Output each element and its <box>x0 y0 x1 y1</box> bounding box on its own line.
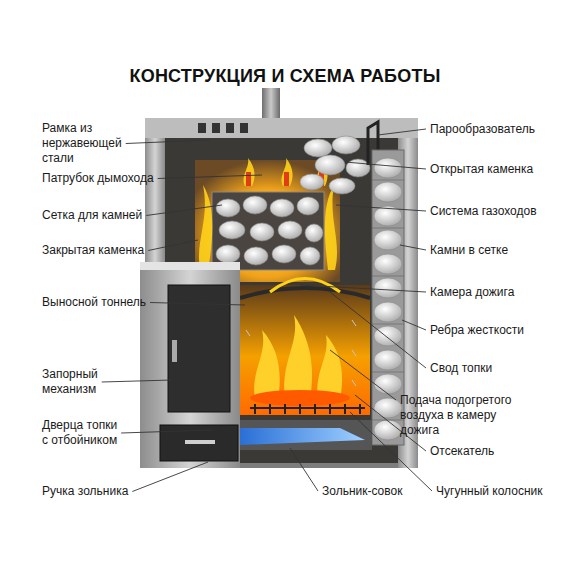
leader-line <box>330 350 396 400</box>
leader-line <box>330 292 426 368</box>
leader-line <box>300 285 426 292</box>
leader-line <box>158 175 262 179</box>
part-label: Камни в сетке <box>430 243 560 258</box>
part-label: Запорный механизм <box>42 367 122 397</box>
part-label: Ручка зольника <box>42 484 162 499</box>
leader-line <box>402 320 426 330</box>
leader-line <box>102 380 172 382</box>
part-label: Сетка для камней <box>42 208 162 223</box>
part-label: Открытая каменка <box>430 162 560 177</box>
part-label: Выносной тоннель <box>42 295 162 310</box>
leader-line <box>150 303 245 306</box>
part-label: Закрытая каменка <box>42 243 162 258</box>
leader-line <box>148 240 198 251</box>
part-label: Система газоходов <box>430 204 560 219</box>
leader-line <box>126 140 210 144</box>
part-label: Патрубок дымохода <box>42 171 162 186</box>
part-label: Ребра жесткости <box>430 323 560 338</box>
leader-line <box>345 162 426 169</box>
leader-line <box>132 462 208 492</box>
part-label: Подача подогретого воздуха в камеру дожи… <box>400 393 528 438</box>
part-label: Дверца топки с отбойником <box>42 418 126 448</box>
part-label: Рамка из нержавеющей стали <box>42 121 154 166</box>
leader-line <box>146 205 222 216</box>
diagram-title: КОНСТРУКЦИЯ И СХЕМА РАБОТЫ <box>0 66 570 87</box>
part-label: Чугунный колосник <box>436 484 561 499</box>
part-label: Зольник-совок <box>322 484 422 499</box>
part-label: Свод топки <box>430 361 560 376</box>
leader-line <box>290 448 318 491</box>
part-label: Отсекатель <box>430 444 560 459</box>
leader-line <box>378 129 426 135</box>
leader-line <box>400 245 426 250</box>
leader-line <box>336 205 426 211</box>
part-label: Парообразователь <box>430 122 560 137</box>
part-label: Камера дожига <box>430 285 560 300</box>
leader-line <box>121 430 212 433</box>
